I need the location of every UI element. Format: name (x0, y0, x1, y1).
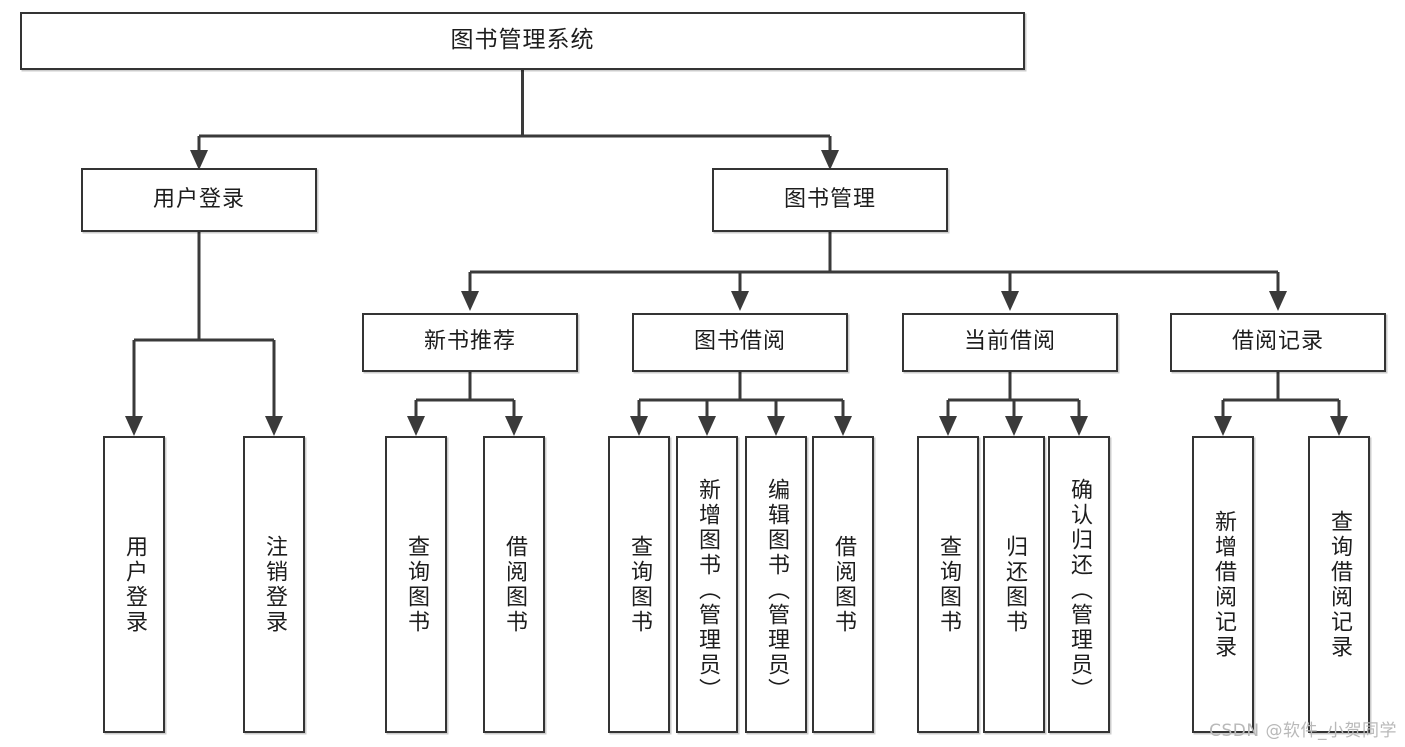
leaf-borrow-book-new[interactable]: 借阅图书 (483, 436, 545, 733)
arrowhead-c3 (1001, 291, 1019, 311)
leaf-query-borrow-record[interactable]: 查询借阅记录 (1308, 436, 1370, 733)
node-borrow-record[interactable]: 借阅记录 (1170, 313, 1386, 372)
arrowhead-c4 (1269, 291, 1287, 311)
arrowhead-b-l1 (630, 416, 648, 436)
node-label: 查询图书 (936, 534, 961, 635)
node-label: 查询借阅记录 (1327, 509, 1352, 660)
node-current-borrow[interactable]: 当前借阅 (902, 313, 1118, 372)
node-label: 编辑图书（管理员） (764, 478, 789, 703)
node-label: 当前借阅 (963, 329, 1056, 355)
node-label: 图书管理系统 (450, 27, 595, 54)
leaf-add-book-admin[interactable]: 新增图书（管理员） (676, 436, 738, 733)
leaf-confirm-return-admin[interactable]: 确认归还（管理员） (1048, 436, 1110, 733)
node-label: 新增借阅记录 (1211, 509, 1236, 660)
arrowhead-b-l2 (698, 416, 716, 436)
leaf-return-book[interactable]: 归还图书 (983, 436, 1045, 733)
node-label: 借阅图书 (831, 534, 856, 635)
leaf-query-book-new[interactable]: 查询图书 (385, 436, 447, 733)
node-label: 归还图书 (1002, 534, 1027, 635)
arrowhead-cu-l1 (939, 416, 957, 436)
node-label: 确认归还（管理员） (1067, 478, 1092, 703)
leaf-add-borrow-record[interactable]: 新增借阅记录 (1192, 436, 1254, 733)
leaf-user-logout[interactable]: 注销登录 (243, 436, 305, 733)
arrowhead-r-l2 (1330, 416, 1348, 436)
node-label: 新增图书（管理员） (695, 478, 720, 703)
arrowhead-b-l3 (767, 416, 785, 436)
node-new-book-recommend[interactable]: 新书推荐 (362, 313, 578, 372)
watermark-text: CSDN @软件_小贺同学 (1209, 721, 1397, 741)
arrowhead-cu-l2 (1005, 416, 1023, 436)
leaf-borrow-book[interactable]: 借阅图书 (812, 436, 874, 733)
node-user-login[interactable]: 用户登录 (81, 168, 317, 232)
arrowhead-user-login (190, 150, 208, 170)
node-label: 新书推荐 (423, 329, 516, 355)
node-label: 用户登录 (152, 186, 245, 212)
node-label: 注销登录 (262, 534, 287, 635)
node-label: 借阅记录 (1231, 329, 1324, 355)
node-label: 查询图书 (627, 534, 652, 635)
leaf-query-book-borrow[interactable]: 查询图书 (608, 436, 670, 733)
node-book-borrow[interactable]: 图书借阅 (632, 313, 848, 372)
arrowhead-c1 (461, 291, 479, 311)
arrowhead-cu-l3 (1070, 416, 1088, 436)
node-label: 查询图书 (404, 534, 429, 635)
arrowhead-book-mgmt (821, 150, 839, 170)
node-label: 图书借阅 (693, 329, 786, 355)
node-book-management[interactable]: 图书管理 (712, 168, 948, 232)
arrowhead-u-l1 (125, 416, 143, 436)
arrowhead-u-l2 (265, 416, 283, 436)
arrowhead-n-l2 (505, 416, 523, 436)
arrowhead-n-l1 (407, 416, 425, 436)
leaf-edit-book-admin[interactable]: 编辑图书（管理员） (745, 436, 807, 733)
node-root-system[interactable]: 图书管理系统 (20, 12, 1025, 70)
arrowhead-b-l4 (834, 416, 852, 436)
node-label: 借阅图书 (502, 534, 527, 635)
node-label: 用户登录 (122, 534, 147, 635)
arrowhead-c2 (731, 291, 749, 311)
node-label: 图书管理 (783, 186, 876, 212)
leaf-query-book-current[interactable]: 查询图书 (917, 436, 979, 733)
arrowhead-r-l1 (1214, 416, 1232, 436)
leaf-user-login[interactable]: 用户登录 (103, 436, 165, 733)
